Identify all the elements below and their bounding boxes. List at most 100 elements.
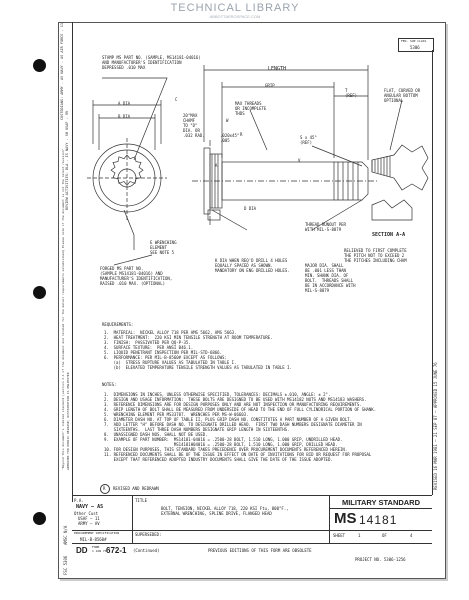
note-item: MS14181H04016 = .2500-28 BOLT, 1.510 LON… — [104, 442, 338, 447]
form-number: 672-1 — [106, 546, 127, 555]
note-item: 10. FOR DESIGN PURPOSES, THIS STANDARD T… — [104, 447, 348, 452]
dim-b-dia-label: B DIA — [118, 114, 131, 119]
requirement-item: 1. MATERIAL: NICKEL ALLOY 718 PER AMS 56… — [104, 330, 237, 335]
requirement-item: 3. FINISH: PASSIVATED PER QQ-P-35. — [104, 340, 191, 345]
punch-hole-bottom — [33, 512, 46, 525]
spec-cell: PROCUREMENT SPECIFICATION MIL-B-8560# — [72, 531, 133, 543]
note-item: 5. WRENCHING ELEMENT PER MS33787. WRENCH… — [104, 412, 249, 417]
left-margin-rule — [72, 22, 73, 502]
bolt-drawing — [87, 65, 429, 266]
previous-editions-note: PREVIOUS EDITIONS OF THIS FORM ARE OBSOL… — [208, 548, 312, 553]
spec-label: PROCUREMENT SPECIFICATION — [74, 531, 120, 535]
amsc-label: AMSC N/A — [63, 525, 68, 545]
note-item: SIXTEENTHS. LAST THREE DASH NUMBERS DESI… — [104, 427, 290, 432]
approval-text: APPROVED FOR PUBLIC RELEASE; DISTRIBUTIO… — [66, 372, 70, 470]
other-cust-label: Other Cust — [74, 511, 99, 516]
other-cust-lines: USAF — 11 ARMY — AV — [78, 516, 100, 526]
dim-t-label: T (REF) — [345, 88, 358, 98]
revision-letter: R — [103, 486, 106, 491]
sheet-cell: SHEET 1 OF 4 — [330, 531, 432, 543]
spline-profile — [110, 154, 144, 186]
notes-heading: NOTES: — [102, 382, 117, 387]
dim-a-dia-label: A DIA — [118, 101, 131, 106]
title-cell: TITLE BOLT, TENSION, NICKEL ALLOY 718, 2… — [133, 496, 330, 530]
fsc-side-label: FSC 5306 — [63, 555, 68, 575]
custodians-text: CUSTODIANS: ARMY - AV NAVY - AS AIR FORC… — [60, 23, 64, 120]
revision-mark: R — [100, 484, 110, 494]
note-item: 6. DIAMETER DASH NO. AT TOP OF TABLE II,… — [104, 417, 353, 422]
revision-dates-text: REVISED 16 MAR 1981 — 21 SEP 87 — APPROV… — [433, 362, 438, 490]
note-item: 3. REFERENCE DIMENSIONS ARE FOR DESIGN P… — [104, 402, 362, 407]
dim-w-label: W — [226, 118, 229, 123]
requirement-item: 4. SURFACE TEXTURE: PER ANSI B46.1. — [104, 345, 194, 350]
k-dia-note: K DIA WHEN REQ'D DRILL 4 HOLES EQUALLY S… — [215, 258, 290, 273]
std-divider — [330, 508, 432, 509]
thread-runout-note: THREAD RUNOUT PER WITH MIL-S-8879 — [305, 222, 346, 232]
requirement-item: 6. PERFORMANCE: PER MIL-B-8560# EXCEPT A… — [104, 355, 227, 360]
dim-grip-label: GRIP — [265, 83, 275, 88]
forged-note: FORGED MS PART NO. (SAMPLE MS14181-04016… — [100, 266, 173, 286]
dim-r-label: R — [240, 132, 243, 137]
requirement-item: 5. LIQUID PENETRANT INSPECTION PER MIL-S… — [104, 350, 223, 355]
fsc-box: FED. SUP CLASS 5306 — [398, 38, 434, 52]
title-block: P.A. NAVY — AS Other Cust USAF — 11 ARMY… — [72, 495, 432, 544]
standard-cell: MILITARY STANDARD MS 14181 — [330, 496, 432, 530]
right-margin-rule — [432, 50, 433, 495]
note-item: 7. ADD LETTER "H" BEFORE DASH NO. TO DES… — [104, 422, 362, 427]
left-notice-text: "Beyond this document's limited standard… — [61, 148, 65, 471]
pa-cell: P.A. NAVY — AS Other Cust USAF — 11 ARMY… — [72, 496, 133, 530]
watermark-header: TECHNICAL LIBRARY ABBOTTAEROSPACE.COM — [0, 0, 469, 20]
project-number: PROJECT NO. 5306-1256 — [355, 557, 406, 562]
ms-number: 14181 — [359, 513, 398, 527]
form-date: FORM 1 JAN 73 — [92, 545, 107, 553]
first-thread-note: RELIEVED TO FIRST COMPLETE THE PITCH NOT… — [344, 248, 407, 263]
spec-value: MIL-B-8560# — [80, 537, 107, 542]
note-item: EXCEPT THAT REFERENCED ADOPTED INDUSTRY … — [104, 457, 333, 462]
title-divider — [72, 530, 432, 531]
pa-value: NAVY — AS — [76, 504, 104, 510]
requirements-heading: REQUIREMENTS: — [102, 322, 134, 327]
revision-text: REVISED AND REDRAWN — [113, 486, 159, 491]
sheet-number: 1 — [358, 533, 361, 538]
note-item: 1. DIMENSIONS IN INCHES, UNLESS OTHERWIS… — [104, 392, 331, 397]
note-item: 9. EXAMPLE OF PART NUMBER: MS14181-04016… — [104, 437, 343, 442]
dim-length-label: LENGTH — [268, 66, 287, 72]
section-a-a-label: SECTION A-A — [372, 232, 406, 238]
fsc-box-value: 5306 — [410, 45, 420, 50]
superseded-label: SUPERSEDED: — [135, 532, 162, 537]
pa-label: P.A. — [74, 498, 84, 503]
dim-c-label: C — [175, 97, 178, 102]
dim-angle-label: 20°MAX CHAMF TO "D" DIA. OR .032 RAD. — [183, 113, 205, 138]
dim-s-label: S x 45° (REF) — [300, 135, 317, 145]
dd-label: DD — [76, 546, 88, 555]
stamp-note: STAMP MS PART NO. (SAMPLE, MS14181-04016… — [102, 55, 201, 70]
requirement-item: 2. HEAT TREATMENT: 220 KSI MIN TENSILE S… — [104, 335, 273, 340]
requirement-item: (b) ELEVATED TEMPERATURE TENSILE STRENGT… — [104, 365, 292, 370]
watermark-subtitle: ABBOTTAEROSPACE.COM — [209, 14, 261, 19]
spline-mark: A — [215, 163, 218, 168]
title-label: TITLE — [135, 498, 148, 503]
military-standard-label: MILITARY STANDARD — [341, 498, 421, 507]
dim-angle2-label: .020x45° .005 — [220, 133, 240, 143]
watermark-title: TECHNICAL LIBRARY — [170, 2, 300, 14]
major-dia-note: MAJOR DIA. SHALL BE .001 LESS THAN MIN. … — [305, 263, 356, 293]
drawing-sheet — [58, 22, 446, 579]
section-a-a-profile — [371, 144, 429, 191]
superseded-cell: SUPERSEDED: — [133, 531, 330, 543]
punch-hole-middle — [33, 286, 46, 299]
e-wrench-note: E WRENCHING ELEMENT SEE NOTE 5 — [150, 240, 177, 255]
ms-prefix: MS — [334, 510, 357, 527]
continued-label: (Continued) — [133, 548, 160, 553]
flat-note: FLAT, CURVED OR ANGULAR BOTTOM OPTIONAL — [384, 88, 421, 103]
thread-note: MAX THREADS OR INCOMPLETE THDS — [235, 101, 267, 116]
sheet-label: SHEET — [333, 533, 346, 538]
sheet-total: 4 — [410, 533, 413, 538]
punch-hole-top — [33, 59, 46, 72]
dim-v-label: V — [298, 158, 301, 163]
fsc-box-label: FED. SUP CLASS — [401, 39, 427, 43]
note-item: 8. UNASSIGNED DASH NOS. SHALL NOT BE USE… — [104, 432, 208, 437]
note-item: 11. REFERENCED DOCUMENTS SHALL BE OF THE… — [104, 452, 372, 457]
d-dia-label: D DIA — [244, 206, 257, 211]
sheet-of-label: OF — [382, 533, 387, 538]
title-text: BOLT, TENSION, NICKEL ALLOY 718, 220 KSI… — [161, 506, 289, 516]
